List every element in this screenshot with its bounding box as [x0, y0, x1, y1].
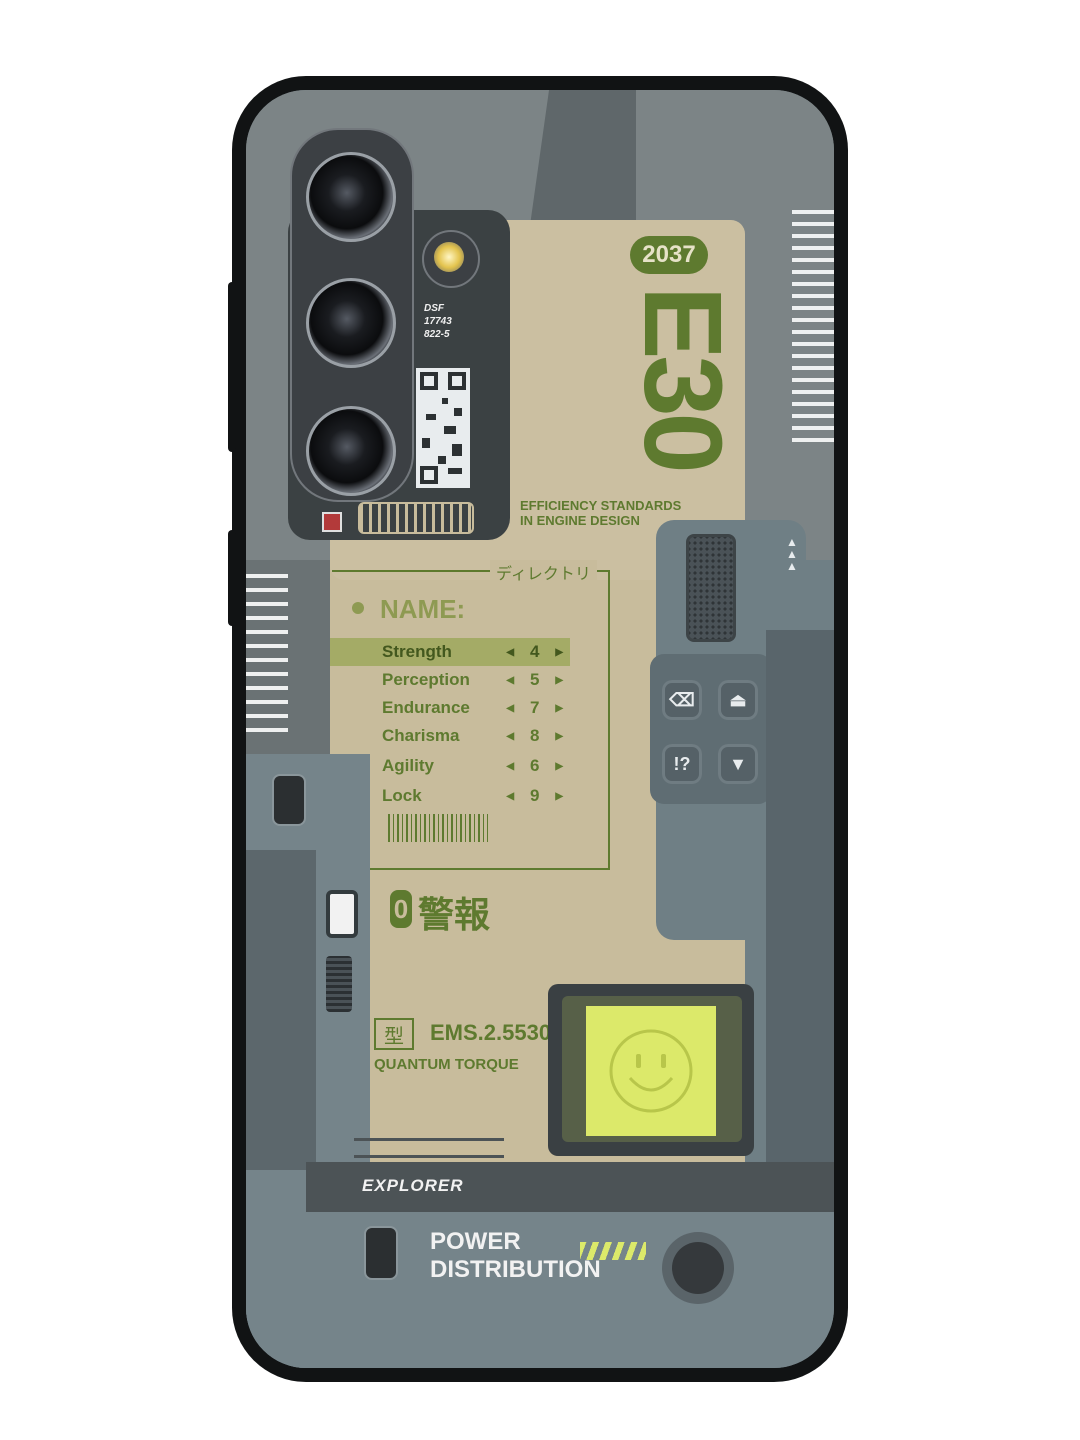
arrow-left-icon[interactable]: ◀: [506, 790, 515, 802]
stat-value: 4: [530, 642, 540, 661]
camera-label-line-2: 17743: [424, 316, 452, 327]
stat-row: Strength ◀ 4 ▶: [354, 638, 570, 666]
quantum-label: QUANTUM TORQUE: [374, 1056, 519, 1073]
display-screen: [586, 1006, 716, 1136]
stat-value: 8: [530, 726, 540, 745]
explorer-bar: [306, 1162, 834, 1212]
power-label: POWER DISTRIBUTION: [430, 1228, 601, 1284]
down-arrow-icon[interactable]: ▼: [718, 744, 758, 784]
left-frame-inner: [246, 850, 316, 1170]
camera-label-line-1: DSF: [424, 303, 444, 314]
case-back-artwork: DSF 17743 822-5 2037 E30 EFFICIENCY STAN…: [246, 90, 834, 1368]
camera-lens-middle: [306, 278, 396, 368]
year-badge: 2037: [630, 236, 708, 274]
stat-name: Strength: [382, 642, 452, 661]
arrow-right-icon[interactable]: ▶: [555, 730, 564, 742]
status-led: [322, 512, 342, 532]
tagline-line-2: IN ENGINE DESIGN: [520, 513, 640, 528]
stat-name: Endurance: [382, 698, 470, 717]
model-code-text: E30: [621, 286, 744, 470]
triangle-indicators-icon: ▲▲▲: [786, 535, 798, 573]
bottom-panel: [246, 1212, 834, 1368]
stat-row: Agility ◀ 6 ▶: [354, 752, 570, 780]
arrow-right-icon[interactable]: ▶: [555, 646, 564, 658]
smiley-icon: [609, 1029, 693, 1113]
stat-name: Agility: [382, 756, 434, 775]
directory-label: ディレクトリ: [490, 560, 597, 584]
qr-code-icon: [416, 368, 470, 488]
volume-button: [228, 282, 236, 452]
stat-name: Perception: [382, 670, 470, 689]
stat-row: Lock ◀ 9 ▶: [354, 782, 570, 810]
camera-label-line-3: 822-5: [424, 329, 450, 340]
stat-row: Perception ◀ 5 ▶: [354, 666, 570, 694]
highlight-bar-left: [330, 638, 354, 666]
arrow-left-icon[interactable]: ◀: [506, 760, 515, 772]
bottom-switch-icon[interactable]: [364, 1226, 398, 1280]
speaker-grille: [686, 534, 736, 642]
power-label-line-2: DISTRIBUTION: [430, 1256, 601, 1283]
arrow-right-icon[interactable]: ▶: [555, 674, 564, 686]
barcode: [388, 814, 488, 842]
backspace-icon[interactable]: ⌫: [662, 680, 702, 720]
arrow-right-icon[interactable]: ▶: [555, 702, 564, 714]
arrow-left-icon[interactable]: ◀: [506, 646, 515, 658]
eject-icon[interactable]: ⏏: [718, 680, 758, 720]
tagline: EFFICIENCY STANDARDS IN ENGINE DESIGN: [520, 498, 681, 528]
arrow-right-icon[interactable]: ▶: [555, 790, 564, 802]
alarm-digit: 0: [390, 890, 412, 928]
stat-name: Charisma: [382, 726, 460, 745]
camera-label: DSF 17743 822-5: [424, 302, 452, 341]
arrow-left-icon[interactable]: ◀: [506, 702, 515, 714]
name-label: NAME:: [380, 594, 466, 624]
right-stripes: [792, 210, 834, 442]
camera-lens-bottom: [306, 406, 396, 496]
tagline-line-1: EFFICIENCY STANDARDS: [520, 498, 682, 513]
warning-stripes: [580, 1242, 646, 1260]
model-number: EMS.2.5530: [430, 1020, 552, 1045]
stat-name: Lock: [382, 786, 422, 805]
stat-row: Endurance ◀ 7 ▶: [354, 694, 570, 722]
switch-icon[interactable]: [272, 774, 306, 826]
camera-lens-top: [306, 152, 396, 242]
directory-box: [332, 570, 610, 870]
right-frame: [766, 630, 834, 1210]
toggle-light[interactable]: [326, 890, 358, 938]
alarm-text: 警報: [418, 895, 491, 936]
power-button: [228, 530, 236, 626]
brand-label: EXPLORER: [362, 1176, 464, 1195]
stat-value: 6: [530, 756, 540, 775]
flash-bulb: [434, 242, 464, 272]
vent-grille: [358, 502, 474, 534]
name-dot: [352, 602, 364, 614]
explorer-lines: [354, 1138, 504, 1158]
arrow-left-icon[interactable]: ◀: [506, 730, 515, 742]
stat-value: 9: [530, 786, 540, 805]
arrow-right-icon[interactable]: ▶: [555, 760, 564, 772]
type-kanji: 型: [374, 1018, 414, 1050]
help-icon[interactable]: !?: [662, 744, 702, 784]
left-stripes: [246, 574, 288, 732]
arrow-left-icon[interactable]: ◀: [506, 674, 515, 686]
vent-slot: [326, 956, 352, 1012]
stat-row: Charisma ◀ 8 ▶: [354, 722, 570, 750]
stat-value: 5: [530, 670, 540, 689]
round-button-center[interactable]: [672, 1242, 724, 1294]
stat-value: 7: [530, 698, 540, 717]
power-label-line-1: POWER: [430, 1228, 521, 1255]
stats-list: Strength ◀ 4 ▶ Perception ◀ 5 ▶ Endurance ◀ 7 ▶ C…: [354, 638, 570, 810]
